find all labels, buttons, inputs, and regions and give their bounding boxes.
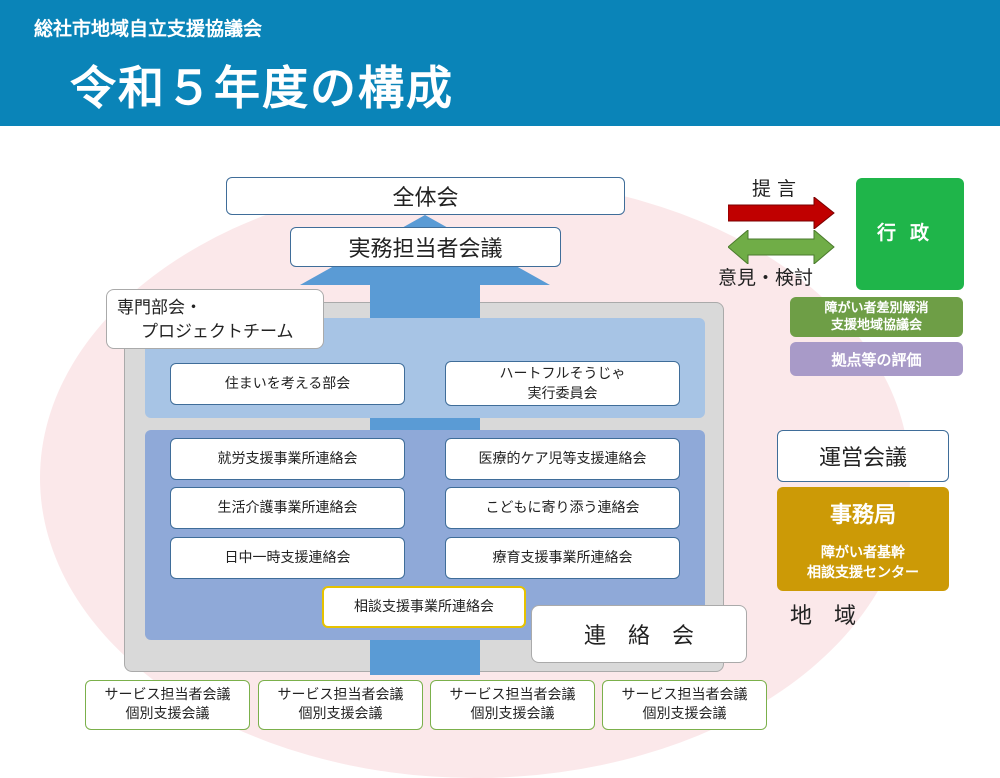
zentaikai-label: 全体会 (392, 186, 459, 211)
renraku-item-label: 療育支援事業所連絡会 (492, 550, 633, 566)
senmon-label-line1: 専門部会・ (117, 298, 202, 318)
renraku-item: こどもに寄り添う連絡会 (445, 487, 680, 529)
renraku-item-label: 医療的ケア児等支援連絡会 (478, 451, 647, 467)
renraku-item: 療育支援事業所連絡会 (445, 537, 680, 579)
iken-label: 意見・検討 (718, 267, 814, 289)
renraku-item-soudan: 相談支援事業所連絡会 (322, 586, 526, 628)
unei-kaigi-box: 運営会議 (777, 430, 949, 482)
jimukyoku-box: 事務局 障がい者基幹 相談支援センター (777, 487, 949, 591)
renraku-item: 医療的ケア児等支援連絡会 (445, 438, 680, 480)
renrakukai-label-box: 連 絡 会 (531, 605, 747, 663)
service-meeting-line2: 個別支援会議 (125, 706, 210, 722)
header-banner (0, 0, 1000, 126)
senmon-item-label: 住まいを考える部会 (224, 376, 351, 392)
senmon-item: ハートフルそうじゃ 実行委員会 (445, 361, 680, 406)
center-label-line1: 障がい者基幹 (821, 545, 905, 561)
jimukyoku-label: 事務局 (829, 503, 896, 528)
renraku-item-label: 生活介護事業所連絡会 (217, 500, 358, 516)
jitsumu-box: 実務担当者会議 (290, 227, 561, 267)
service-meeting-line1: サービス担当者会議 (277, 687, 404, 703)
service-meeting-line1: サービス担当者会議 (449, 687, 576, 703)
senmon-label-line2: プロジェクトチーム (141, 322, 294, 342)
jitsumu-label: 実務担当者会議 (348, 237, 503, 262)
zentaikai-box: 全体会 (226, 177, 625, 215)
green-double-arrow-icon (728, 230, 835, 264)
service-meeting-line2: 個別支援会議 (298, 706, 383, 722)
red-arrow-icon (728, 197, 835, 229)
header-subtitle: 総社市地域自立支援協議会 (34, 18, 263, 40)
kyoten-label: 拠点等の評価 (831, 350, 922, 369)
chiiki-label: 地 域 (790, 604, 857, 629)
sabetsu-label-line2: 支援地域協議会 (830, 318, 922, 333)
renraku-item: 就労支援事業所連絡会 (170, 438, 405, 480)
service-meeting-box: サービス担当者会議 個別支援会議 (258, 680, 423, 730)
service-meeting-line2: 個別支援会議 (642, 706, 727, 722)
service-meeting-box: サービス担当者会議 個別支援会議 (85, 680, 250, 730)
service-meeting-line1: サービス担当者会議 (621, 687, 748, 703)
senmon-item-label: ハートフルそうじゃ (499, 365, 626, 382)
sabetsu-kaisho-box: 障がい者差別解消 支援地域協議会 (790, 297, 963, 337)
service-meeting-box: サービス担当者会議 個別支援会議 (602, 680, 767, 730)
sabetsu-label-line1: 障がい者差別解消 (824, 301, 929, 316)
center-label-line2: 相談支援センター (807, 565, 919, 581)
renraku-item-label: 就労支援事業所連絡会 (217, 451, 358, 467)
unei-label: 運営会議 (818, 446, 907, 471)
kyoten-hyoka-box: 拠点等の評価 (790, 342, 963, 376)
renraku-item: 日中一時支援連絡会 (170, 537, 405, 579)
renraku-item-label: 相談支援事業所連絡会 (354, 599, 494, 615)
renrakukai-label: 連 絡 会 (583, 624, 694, 649)
teigen-label: 提 言 (752, 178, 797, 200)
senmon-item: 住まいを考える部会 (170, 363, 405, 405)
senmon-item-label: 実行委員会 (527, 385, 598, 402)
renraku-item-label: 日中一時支援連絡会 (224, 550, 351, 566)
service-meeting-box: サービス担当者会議 個別支援会議 (430, 680, 595, 730)
service-meeting-line1: サービス担当者会議 (104, 687, 231, 703)
senmon-label-box: 専門部会・ プロジェクトチーム (106, 289, 324, 349)
gyosei-box: 行政 (856, 178, 964, 290)
service-meeting-line2: 個別支援会議 (470, 706, 555, 722)
page-title: 令和５年度の構成 (70, 61, 454, 115)
renraku-item: 生活介護事業所連絡会 (170, 487, 405, 529)
renraku-item-label: こどもに寄り添う連絡会 (485, 500, 640, 516)
gyosei-label: 行政 (876, 222, 943, 244)
